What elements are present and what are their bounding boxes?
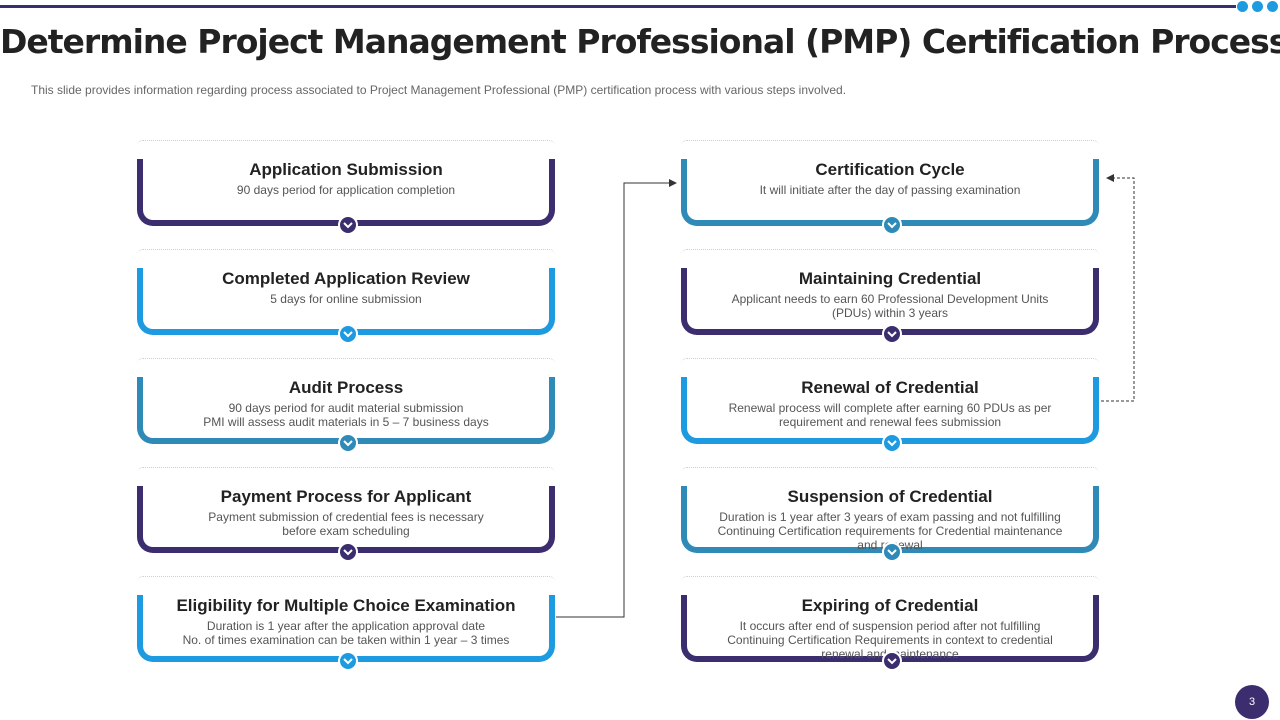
chevron-down-icon (882, 215, 902, 235)
chevron-down-icon (882, 651, 902, 671)
step-description: It will initiate after the day of passin… (759, 183, 1021, 197)
top-decorative-line (0, 5, 1236, 8)
connector-renewal-loop (1101, 174, 1135, 402)
chevron-down-icon (882, 433, 902, 453)
card-content: Certification Cycle It will initiate afte… (681, 140, 1099, 220)
step-description: 5 days for online submission (270, 292, 422, 306)
step-description: Renewal process will complete after earn… (728, 401, 1052, 429)
decor-dot-2 (1252, 1, 1263, 12)
step-title: Expiring of Credential (801, 596, 979, 615)
card-top-border (681, 140, 1099, 159)
slide-subtitle: This slide provides information regardin… (31, 83, 847, 97)
step-title: Renewal of Credential (801, 378, 979, 397)
step-description: 90 days period for application completio… (236, 183, 456, 197)
chevron-down-icon (338, 542, 358, 562)
step-title: Eligibility for Multiple Choice Examinat… (176, 596, 516, 615)
chevron-down-icon (882, 542, 902, 562)
card-top-border (137, 467, 555, 486)
card-top-border (137, 249, 555, 268)
decor-dot-3 (1267, 1, 1278, 12)
page-number: 3 (1235, 685, 1269, 719)
step-card-left_steps-5: Eligibility for Multiple Choice Examinat… (137, 576, 555, 671)
card-content: Application Submission 90 days period for… (137, 140, 555, 220)
chevron-down-icon (338, 433, 358, 453)
card-top-border (137, 140, 555, 159)
step-description: Duration is 1 year after 3 years of exam… (717, 510, 1063, 552)
step-description: Duration is 1 year after the application… (182, 619, 510, 647)
card-content: Audit Process 90 days period for audit ma… (137, 358, 555, 438)
step-title: Application Submission (249, 160, 443, 179)
step-description: 90 days period for audit material submis… (203, 401, 489, 429)
step-card-right_steps-5: Expiring of Credential It occurs after en… (681, 576, 1099, 671)
decor-dot-1 (1237, 1, 1248, 12)
step-title: Payment Process for Applicant (220, 487, 472, 506)
step-title: Completed Application Review (222, 269, 470, 288)
chevron-down-icon (338, 651, 358, 671)
card-top-border (681, 358, 1099, 377)
step-title: Certification Cycle (815, 160, 965, 179)
step-card-left_steps-2: Completed Application Review 5 days for o… (137, 249, 555, 344)
step-card-left_steps-3: Audit Process 90 days period for audit ma… (137, 358, 555, 453)
slide-title: Determine Project Management Professiona… (0, 22, 1280, 61)
chevron-down-icon (882, 324, 902, 344)
step-description: Payment submission of credential fees is… (208, 510, 484, 538)
step-title: Maintaining Credential (798, 269, 982, 288)
card-top-border (137, 358, 555, 377)
card-top-border (681, 576, 1099, 595)
card-top-border (681, 467, 1099, 486)
card-content: Eligibility for Multiple Choice Examinat… (137, 576, 555, 656)
step-card-right_steps-1: Certification Cycle It will initiate afte… (681, 140, 1099, 235)
step-title: Suspension of Credential (787, 487, 993, 506)
step-title: Audit Process (288, 378, 404, 397)
card-content: Completed Application Review 5 days for o… (137, 249, 555, 329)
step-description: Applicant needs to earn 60 Professional … (731, 292, 1049, 320)
connector-left-to-right (556, 179, 677, 618)
chevron-down-icon (338, 324, 358, 344)
step-description: It occurs after end of suspension period… (727, 619, 1053, 661)
card-content: Expiring of Credential It occurs after en… (681, 576, 1099, 661)
card-top-border (137, 576, 555, 595)
step-card-left_steps-1: Application Submission 90 days period for… (137, 140, 555, 235)
chevron-down-icon (338, 215, 358, 235)
card-top-border (681, 249, 1099, 268)
